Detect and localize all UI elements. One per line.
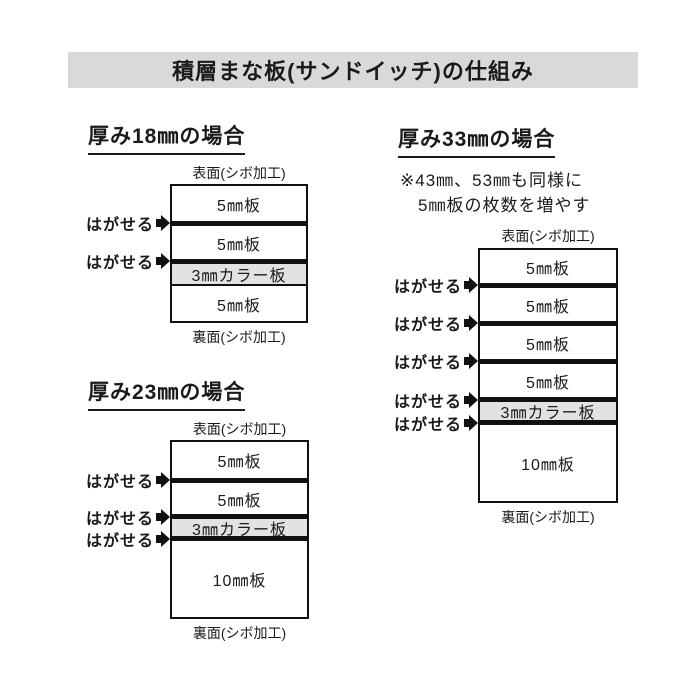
- right-arrow-icon: [156, 215, 170, 231]
- page-title: 積層まな板(サンドイッチ)の仕組み: [172, 59, 534, 84]
- note-line-1: ※43㎜、53㎜も同様に: [400, 171, 584, 190]
- peel-label: はがせる: [85, 474, 154, 491]
- layer-5mm: 5㎜板: [172, 442, 307, 478]
- peel-annotation: はがせる: [393, 413, 478, 434]
- peel-divider: [480, 321, 616, 326]
- heading-23mm: 厚み23㎜の場合: [88, 376, 246, 411]
- layer-5mm: 5㎜板: [480, 326, 616, 359]
- heading-18mm: 厚み18㎜の場合: [88, 120, 246, 155]
- peel-label: はがせる: [393, 317, 462, 334]
- peel-label: はがせる: [85, 255, 154, 272]
- right-arrow-icon: [464, 277, 478, 293]
- peel-annotation: はがせる: [393, 275, 478, 296]
- back-label-18mm: 裏面(シボ加工): [192, 329, 286, 345]
- peel-annotation: はがせる: [85, 507, 170, 528]
- right-arrow-icon: [464, 392, 478, 408]
- peel-divider: [172, 514, 307, 519]
- peel-annotation: はがせる: [85, 529, 170, 550]
- layer-5mm: 5㎜板: [172, 286, 306, 321]
- layer-3mm-color: 3㎜カラー板: [172, 519, 307, 539]
- layer-5mm: 5㎜板: [172, 226, 306, 259]
- stack-18mm: 5㎜板 5㎜板 3㎜カラー板 5㎜板: [170, 184, 308, 323]
- front-label-18mm: 表面(シボ加工): [192, 165, 286, 181]
- peel-label: はがせる: [393, 394, 462, 411]
- front-label-23mm: 表面(シボ加工): [192, 421, 287, 437]
- right-arrow-icon: [156, 509, 170, 525]
- peel-annotation: はがせる: [85, 213, 170, 234]
- stack-23mm: 5㎜板 5㎜板 3㎜カラー板 10㎜板: [170, 440, 309, 619]
- peel-label: はがせる: [393, 355, 462, 372]
- peel-divider: [172, 259, 306, 264]
- right-arrow-icon: [156, 253, 170, 269]
- layer-5mm: 5㎜板: [480, 250, 616, 283]
- fixed-divider: [172, 284, 306, 286]
- back-label-33mm: 裏面(シボ加工): [501, 509, 595, 525]
- peel-label: はがせる: [393, 417, 462, 434]
- stack-33mm: 5㎜板 5㎜板 5㎜板 5㎜板 3㎜カラー板 10㎜板: [478, 248, 618, 503]
- layer-5mm: 5㎜板: [480, 288, 616, 321]
- note-line-2: 5㎜板の枚数を増やす: [418, 196, 591, 215]
- right-arrow-icon: [464, 315, 478, 331]
- peel-annotation: はがせる: [85, 470, 170, 491]
- peel-divider: [480, 397, 616, 402]
- peel-divider: [172, 221, 306, 226]
- peel-annotation: はがせる: [85, 251, 170, 272]
- layer-3mm-color: 3㎜カラー板: [480, 402, 616, 422]
- title-bar: 積層まな板(サンドイッチ)の仕組み: [68, 52, 638, 88]
- peel-label: はがせる: [393, 279, 462, 296]
- peel-label: はがせる: [85, 533, 154, 550]
- peel-annotation: はがせる: [393, 313, 478, 334]
- peel-divider: [172, 536, 307, 541]
- peel-divider: [480, 283, 616, 288]
- right-arrow-icon: [464, 353, 478, 369]
- peel-label: はがせる: [85, 217, 154, 234]
- back-label-23mm: 裏面(シボ加工): [192, 625, 287, 641]
- layer-10mm: 10㎜板: [172, 541, 307, 617]
- right-arrow-icon: [156, 472, 170, 488]
- right-arrow-icon: [156, 531, 170, 547]
- peel-annotation: はがせる: [393, 351, 478, 372]
- front-label-33mm: 表面(シボ加工): [501, 228, 595, 244]
- peel-annotation: はがせる: [393, 390, 478, 411]
- layer-5mm: 5㎜板: [172, 483, 307, 514]
- layer-10mm: 10㎜板: [480, 425, 616, 501]
- right-arrow-icon: [464, 415, 478, 431]
- peel-divider: [172, 478, 307, 483]
- heading-33mm: 厚み33㎜の場合: [398, 123, 556, 158]
- peel-divider: [480, 420, 616, 425]
- layer-3mm-color: 3㎜カラー板: [172, 264, 306, 285]
- layer-5mm: 5㎜板: [480, 364, 616, 397]
- layer-5mm: 5㎜板: [172, 186, 306, 221]
- peel-divider: [480, 359, 616, 364]
- peel-label: はがせる: [85, 511, 154, 528]
